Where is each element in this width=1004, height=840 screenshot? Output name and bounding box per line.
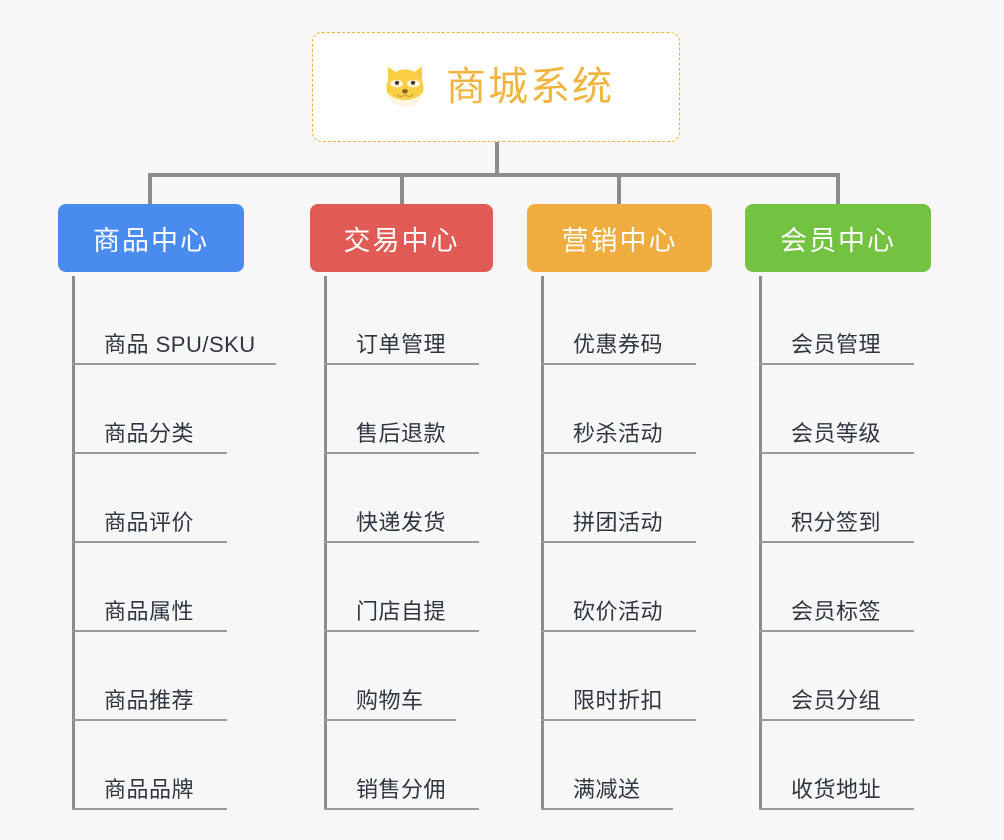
- item-label: 会员管理: [791, 332, 882, 357]
- item-list-trade-center: 订单管理 售后退款 快递发货 门店自提 购物车 销售分佣: [310, 276, 540, 810]
- item-underline: [72, 630, 227, 632]
- item-underline: [541, 452, 696, 454]
- item-label: 秒杀活动: [573, 421, 664, 446]
- category-label: 营销中心: [561, 225, 678, 256]
- item-underline: [759, 541, 914, 543]
- item-label: 拼团活动: [573, 510, 664, 535]
- list-item[interactable]: 商品评价: [58, 454, 288, 543]
- shiba-dog-face-icon: [378, 60, 432, 114]
- item-label: 会员分组: [791, 688, 882, 713]
- list-item[interactable]: 秒杀活动: [527, 365, 757, 454]
- list-item[interactable]: 会员标签: [745, 543, 975, 632]
- item-label: 商品 SPU/SKU: [104, 332, 256, 357]
- item-underline: [541, 363, 696, 365]
- item-label: 商品属性: [104, 599, 195, 624]
- item-label: 砍价活动: [573, 599, 664, 624]
- item-label: 会员等级: [791, 421, 882, 446]
- list-item[interactable]: 商品品牌: [58, 721, 288, 810]
- list-item[interactable]: 会员分组: [745, 632, 975, 721]
- list-item[interactable]: 商品推荐: [58, 632, 288, 721]
- item-label: 售后退款: [356, 421, 447, 446]
- list-item[interactable]: 限时折扣: [527, 632, 757, 721]
- column-product-center: 商品中心 商品 SPU/SKU 商品分类 商品评价 商品属性 商品推荐: [58, 204, 288, 810]
- connector-root-stub: [495, 142, 499, 176]
- item-underline: [324, 630, 479, 632]
- item-label: 快递发货: [356, 510, 447, 535]
- item-underline: [72, 541, 227, 543]
- category-label: 商品中心: [93, 225, 209, 256]
- list-item[interactable]: 砍价活动: [527, 543, 757, 632]
- list-item[interactable]: 优惠券码: [527, 276, 757, 365]
- column-trade-center: 交易中心 订单管理 售后退款 快递发货 门店自提 购物车: [310, 204, 540, 810]
- item-underline: [324, 452, 479, 454]
- category-header-product-center[interactable]: 商品中心: [58, 204, 244, 272]
- item-label: 收货地址: [791, 777, 882, 802]
- list-item[interactable]: 门店自提: [310, 543, 540, 632]
- connector-horizontal-bus: [148, 173, 840, 177]
- item-list-member-center: 会员管理 会员等级 积分签到 会员标签 会员分组 收货地址: [745, 276, 975, 810]
- item-underline: [759, 363, 914, 365]
- category-label: 会员中心: [780, 225, 896, 256]
- list-item[interactable]: 订单管理: [310, 276, 540, 365]
- item-underline: [759, 808, 914, 810]
- item-underline: [324, 719, 456, 721]
- list-item[interactable]: 销售分佣: [310, 721, 540, 810]
- item-label: 商品推荐: [104, 688, 195, 713]
- item-label: 积分签到: [791, 510, 882, 535]
- root-title: 商城系统: [446, 65, 614, 109]
- list-item[interactable]: 收货地址: [745, 721, 975, 810]
- list-item[interactable]: 售后退款: [310, 365, 540, 454]
- list-item[interactable]: 拼团活动: [527, 454, 757, 543]
- item-underline: [541, 719, 696, 721]
- category-label: 交易中心: [343, 225, 460, 256]
- list-item[interactable]: 商品分类: [58, 365, 288, 454]
- list-item[interactable]: 快递发货: [310, 454, 540, 543]
- connector-drop-trade-center: [400, 173, 404, 206]
- item-label: 满减送: [573, 777, 641, 802]
- item-label: 购物车: [356, 688, 424, 713]
- list-item[interactable]: 满减送: [527, 721, 757, 810]
- item-label: 销售分佣: [356, 777, 447, 802]
- item-list-marketing-center: 优惠券码 秒杀活动 拼团活动 砍价活动 限时折扣 满减送: [527, 276, 757, 810]
- item-underline: [541, 541, 696, 543]
- list-item[interactable]: 会员等级: [745, 365, 975, 454]
- connector-drop-product-center: [148, 173, 152, 206]
- item-underline: [72, 808, 227, 810]
- category-header-trade-center[interactable]: 交易中心: [310, 204, 493, 272]
- item-label: 会员标签: [791, 599, 882, 624]
- column-member-center: 会员中心 会员管理 会员等级 积分签到 会员标签 会员分组: [745, 204, 975, 810]
- item-underline: [72, 719, 227, 721]
- item-underline: [324, 541, 479, 543]
- item-underline: [72, 363, 276, 365]
- item-label: 优惠券码: [573, 332, 664, 357]
- item-underline: [759, 452, 914, 454]
- item-underline: [541, 808, 673, 810]
- item-underline: [324, 363, 479, 365]
- list-item[interactable]: 会员管理: [745, 276, 975, 365]
- root-node[interactable]: 商城系统: [312, 32, 680, 142]
- list-item[interactable]: 商品 SPU/SKU: [58, 276, 288, 365]
- item-label: 商品品牌: [104, 777, 195, 802]
- column-marketing-center: 营销中心 优惠券码 秒杀活动 拼团活动 砍价活动 限时折扣: [527, 204, 757, 810]
- connector-drop-marketing-center: [617, 173, 621, 206]
- item-underline: [324, 808, 479, 810]
- category-header-member-center[interactable]: 会员中心: [745, 204, 931, 272]
- item-label: 订单管理: [356, 332, 447, 357]
- item-label: 商品评价: [104, 510, 195, 535]
- list-item[interactable]: 商品属性: [58, 543, 288, 632]
- item-label: 商品分类: [104, 421, 195, 446]
- list-item[interactable]: 积分签到: [745, 454, 975, 543]
- item-underline: [541, 630, 696, 632]
- item-list-product-center: 商品 SPU/SKU 商品分类 商品评价 商品属性 商品推荐 商品品牌: [58, 276, 288, 810]
- connector-drop-member-center: [836, 173, 840, 206]
- item-underline: [759, 719, 914, 721]
- item-underline: [759, 630, 914, 632]
- category-header-marketing-center[interactable]: 营销中心: [527, 204, 712, 272]
- item-label: 门店自提: [356, 599, 447, 624]
- item-label: 限时折扣: [573, 688, 664, 713]
- list-item[interactable]: 购物车: [310, 632, 540, 721]
- item-underline: [72, 452, 227, 454]
